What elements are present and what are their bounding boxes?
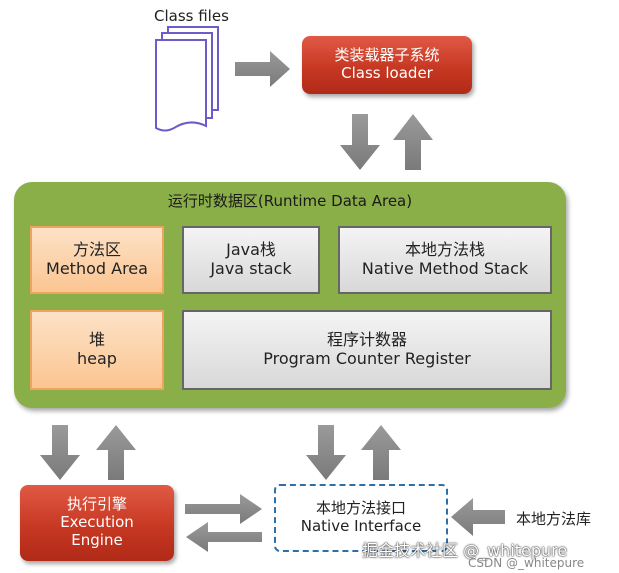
execution-engine-chinese: 执行引擎 xyxy=(66,495,127,514)
runtime-data-area: 运行时数据区(Runtime Data Area) 方法区 Method Are… xyxy=(14,182,566,408)
java-stack-english: Java stack xyxy=(210,259,292,278)
arrow-down-to-runtime xyxy=(340,114,380,170)
runtime-data-area-title: 运行时数据区(Runtime Data Area) xyxy=(167,192,413,210)
class-files-label: Class files xyxy=(154,7,229,25)
execution-engine-english-2: Engine xyxy=(71,530,123,549)
native-library-label: 本地方法库 xyxy=(516,510,592,528)
java-stack-chinese: Java栈 xyxy=(226,240,276,260)
arrow-right-to-class-loader xyxy=(235,51,290,87)
class-loader-english: Class loader xyxy=(341,64,433,82)
arrow-up-from-native-interface xyxy=(361,425,401,480)
arrow-right-to-native-interface xyxy=(185,494,262,524)
watermark-text: 掘金技术社区 @_whitepure xyxy=(362,541,568,560)
native-interface-english: Native Interface xyxy=(300,517,422,535)
arrow-left-from-native-library xyxy=(451,498,505,536)
document-stack-icon xyxy=(155,26,219,132)
execution-engine-box: 执行引擎 Execution Engine xyxy=(20,485,174,561)
arrow-down-to-engine xyxy=(40,425,80,480)
watermark-sub-text: CSDN @_whitepure xyxy=(468,556,585,570)
class-loader-box: 类装载器子系统 Class loader xyxy=(302,36,472,94)
pc-register-chinese: 程序计数器 xyxy=(326,330,407,350)
native-method-stack-chinese: 本地方法栈 xyxy=(404,240,485,260)
arrow-up-to-class-loader xyxy=(393,114,433,170)
heap-chinese: 堆 xyxy=(88,330,105,350)
method-area-box: 方法区 Method Area xyxy=(30,226,164,294)
arrow-left-to-engine xyxy=(186,522,262,552)
execution-engine-english-1: Execution xyxy=(60,513,134,532)
native-interface-chinese: 本地方法接口 xyxy=(315,499,406,518)
class-loader-chinese: 类装载器子系统 xyxy=(334,46,440,65)
native-interface-box: 本地方法接口 Native Interface xyxy=(274,484,448,552)
arrow-down-to-native-interface xyxy=(306,425,346,480)
pc-register-box: 程序计数器 Program Counter Register xyxy=(182,310,552,390)
native-method-stack-box: 本地方法栈 Native Method Stack xyxy=(338,226,552,294)
arrow-up-from-engine xyxy=(96,425,136,480)
heap-english: heap xyxy=(77,349,117,368)
heap-box: 堆 heap xyxy=(30,310,164,390)
native-method-stack-english: Native Method Stack xyxy=(361,259,529,278)
method-area-chinese: 方法区 xyxy=(72,240,121,260)
method-area-english: Method Area xyxy=(46,259,148,278)
java-stack-box: Java栈 Java stack xyxy=(182,226,320,294)
pc-register-english: Program Counter Register xyxy=(263,349,471,368)
